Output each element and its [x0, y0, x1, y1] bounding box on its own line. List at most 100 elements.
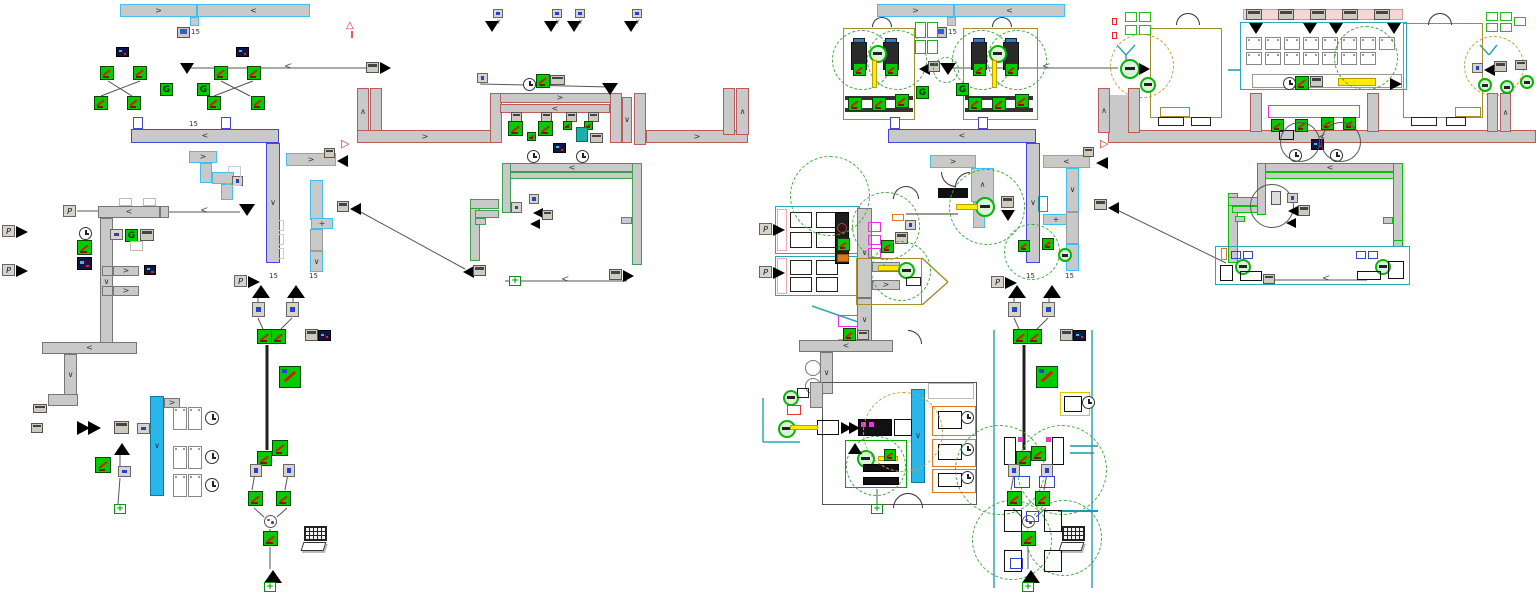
flow-arrow[interactable]	[1096, 157, 1108, 169]
station[interactable]	[527, 132, 536, 141]
table-icon[interactable]	[477, 73, 488, 83]
station[interactable]	[1007, 491, 1022, 506]
keyboard-icon[interactable]	[304, 526, 327, 541]
flow-arrow[interactable]	[919, 63, 930, 75]
dispatcher-icon[interactable]	[264, 515, 277, 528]
buffer-store[interactable]	[1246, 52, 1262, 65]
flow-arrow[interactable]	[841, 422, 852, 434]
robot-station[interactable]	[1500, 80, 1514, 94]
station[interactable]	[848, 97, 862, 111]
interface-icon[interactable]: P	[2, 225, 15, 237]
conveyor[interactable]: <	[502, 163, 642, 172]
station[interactable]	[257, 451, 272, 466]
buffer-store[interactable]	[1303, 52, 1319, 65]
station[interactable]	[872, 97, 886, 111]
conveyor[interactable]: <	[42, 342, 137, 354]
machine-icon[interactable]	[1298, 205, 1310, 216]
machine-icon[interactable]	[337, 201, 349, 212]
machine-icon[interactable]	[1263, 274, 1275, 284]
robot-station[interactable]	[1140, 77, 1156, 93]
conveyor[interactable]: ∧	[736, 88, 749, 135]
funnel-source[interactable]	[1329, 23, 1343, 34]
funnel-source[interactable]	[544, 21, 558, 32]
conveyor[interactable]	[470, 199, 499, 209]
flow-arrow[interactable]	[16, 226, 28, 238]
keyboard-icon[interactable]	[1062, 526, 1085, 541]
machine-top-icon[interactable]	[1310, 9, 1326, 20]
funnel-collect[interactable]	[1008, 285, 1026, 298]
station[interactable]	[538, 121, 553, 136]
conveyor[interactable]: ∨	[64, 354, 77, 396]
paper-stack-icon[interactable]	[300, 542, 327, 551]
drain-icon[interactable]: +	[114, 504, 126, 514]
buffer-icon[interactable]	[110, 229, 123, 240]
buffer-store[interactable]	[1284, 37, 1300, 50]
conveyor[interactable]: >	[357, 130, 493, 143]
station[interactable]	[100, 66, 114, 80]
paper-stack-icon[interactable]	[1058, 542, 1085, 551]
buffer-store-icon[interactable]	[1042, 302, 1055, 317]
conveyor-main[interactable]: ∨	[266, 143, 280, 263]
conveyor-main[interactable]: <	[888, 129, 1036, 143]
drain-icon[interactable]: +	[264, 582, 276, 592]
conveyor[interactable]: ∨	[310, 251, 323, 272]
conveyor[interactable]: >	[113, 286, 139, 296]
machine-icon[interactable]	[542, 210, 553, 220]
station[interactable]	[94, 96, 108, 110]
station[interactable]	[207, 96, 221, 110]
buffer-store[interactable]	[1303, 37, 1319, 50]
flow-arrow[interactable]	[530, 219, 540, 229]
flow-arrow[interactable]	[849, 422, 860, 434]
conveyor-top-left[interactable]: >	[877, 4, 954, 17]
buffer-store[interactable]	[1246, 37, 1262, 50]
table-icon[interactable]	[632, 9, 642, 18]
conveyor[interactable]	[1367, 93, 1379, 132]
flow-arrow[interactable]	[1108, 202, 1119, 214]
drain-icon[interactable]: +	[871, 504, 883, 514]
interface-icon[interactable]: P	[759, 266, 772, 278]
conveyor[interactable]	[200, 163, 212, 183]
conveyor[interactable]	[370, 88, 382, 135]
station[interactable]	[1013, 329, 1028, 344]
machine-icon[interactable]	[857, 330, 869, 340]
conveyor[interactable]: >	[286, 153, 336, 166]
buffer-store-icon[interactable]	[286, 302, 299, 317]
station[interactable]	[251, 96, 265, 110]
conveyor[interactable]	[632, 163, 642, 265]
conveyor[interactable]	[310, 180, 323, 220]
machine-icon[interactable]	[140, 229, 154, 241]
method-icon[interactable]: G	[197, 83, 210, 96]
funnel-source[interactable]	[624, 21, 638, 32]
conveyor[interactable]	[48, 394, 78, 406]
flow-arrow[interactable]	[16, 265, 28, 277]
funnel-drain[interactable]	[239, 204, 255, 216]
station[interactable]	[263, 531, 278, 546]
conveyor[interactable]	[502, 163, 511, 213]
flow-arrow[interactable]	[533, 208, 543, 218]
event-controller[interactable]	[177, 27, 190, 38]
machine-icon[interactable]	[1060, 329, 1073, 341]
station[interactable]	[77, 240, 92, 255]
clock-icon[interactable]	[1082, 396, 1095, 409]
buffer-store[interactable]	[173, 446, 187, 469]
interface-icon[interactable]: P	[991, 276, 1004, 288]
conveyor[interactable]	[723, 88, 735, 135]
buffer-store[interactable]	[1265, 37, 1281, 50]
control-icon[interactable]	[553, 143, 566, 153]
buffer-store-icon[interactable]	[1008, 302, 1021, 317]
clock-icon[interactable]	[205, 450, 219, 464]
station[interactable]	[1031, 446, 1046, 461]
funnel-collect[interactable]	[848, 443, 862, 454]
station[interactable]	[276, 491, 291, 506]
robot-station[interactable]	[989, 45, 1007, 63]
funnel-collect[interactable]	[264, 570, 282, 583]
buffer-icon[interactable]	[1472, 63, 1483, 73]
flow-arrow[interactable]	[350, 203, 361, 215]
station[interactable]	[973, 63, 986, 76]
conveyor[interactable]: >	[930, 155, 976, 168]
conveyor[interactable]	[1066, 212, 1079, 244]
funnel-source[interactable]	[485, 21, 499, 32]
conveyor[interactable]	[221, 184, 233, 200]
machine-icon[interactable]	[1515, 60, 1527, 70]
conveyor[interactable]	[1228, 193, 1238, 263]
